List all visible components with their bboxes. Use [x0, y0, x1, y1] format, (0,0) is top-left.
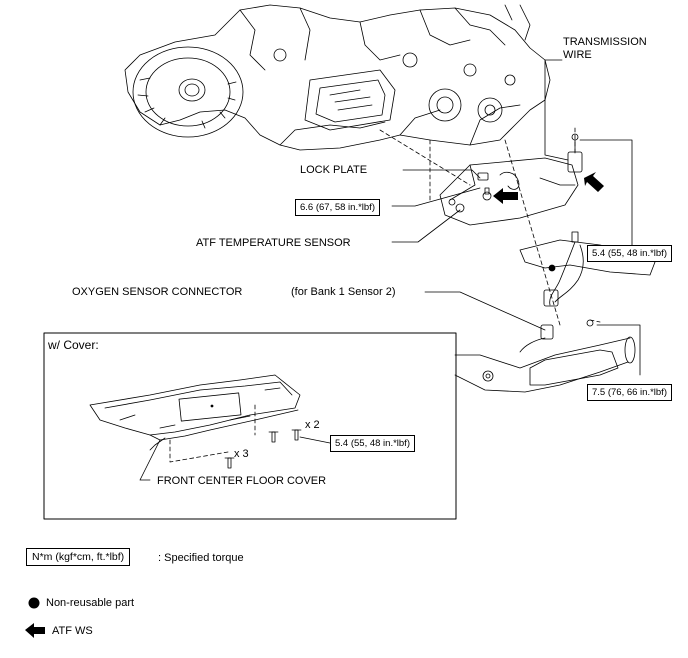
torque-transmission-wire-bolt: 5.4 (55, 48 in.*lbf) [587, 245, 672, 262]
with-cover-label: w/ Cover: [48, 338, 99, 352]
transmission-housing [124, 4, 551, 151]
atf-sensor-assembly [439, 133, 583, 226]
torque-exhaust-bolt: 7.5 (76, 66 in.*lbf) [587, 384, 672, 401]
front-center-floor-cover-label: FRONT CENTER FLOOR COVER [157, 475, 327, 487]
torque-unit-legend: N*m (kgf*cm, ft.*lbf) [26, 548, 131, 566]
atf-temperature-sensor-label: ATF TEMPERATURE SENSOR [196, 237, 351, 249]
qty-x3-label: x 3 [234, 448, 249, 460]
wire-harness [519, 231, 656, 327]
torque-lock-plate-bolt: 6.6 (67, 58 in.*lbf) [295, 199, 380, 216]
cover-bolts [139, 429, 331, 481]
oxygen-sensor-connector-label: OXYGEN SENSOR CONNECTOR [72, 286, 243, 298]
torque-legend-text: : Specified torque [158, 552, 244, 564]
inset-frame [43, 332, 457, 520]
nonreusable-legend-text: Non-reusable part [46, 597, 135, 609]
atf-ws-legend-text: ATF WS [52, 625, 93, 637]
transmission-wire-label-line1: TRANSMISSION [563, 36, 647, 48]
atf-ws-arrow-icon [493, 172, 604, 204]
transmission-wire-label-line2: WIRE [563, 49, 592, 61]
bank-note-label: (for Bank 1 Sensor 2) [291, 286, 396, 298]
torque-cover-bolt: 5.4 (55, 48 in.*lbf) [330, 435, 415, 452]
exhaust-pipe [454, 324, 636, 393]
qty-x2-label: x 2 [305, 419, 320, 431]
floor-cover [89, 374, 301, 451]
filled-circle-icon [28, 597, 40, 609]
arrow-left-icon [25, 623, 45, 638]
lock-plate-label: LOCK PLATE [300, 164, 368, 176]
leader-lines [391, 59, 641, 376]
